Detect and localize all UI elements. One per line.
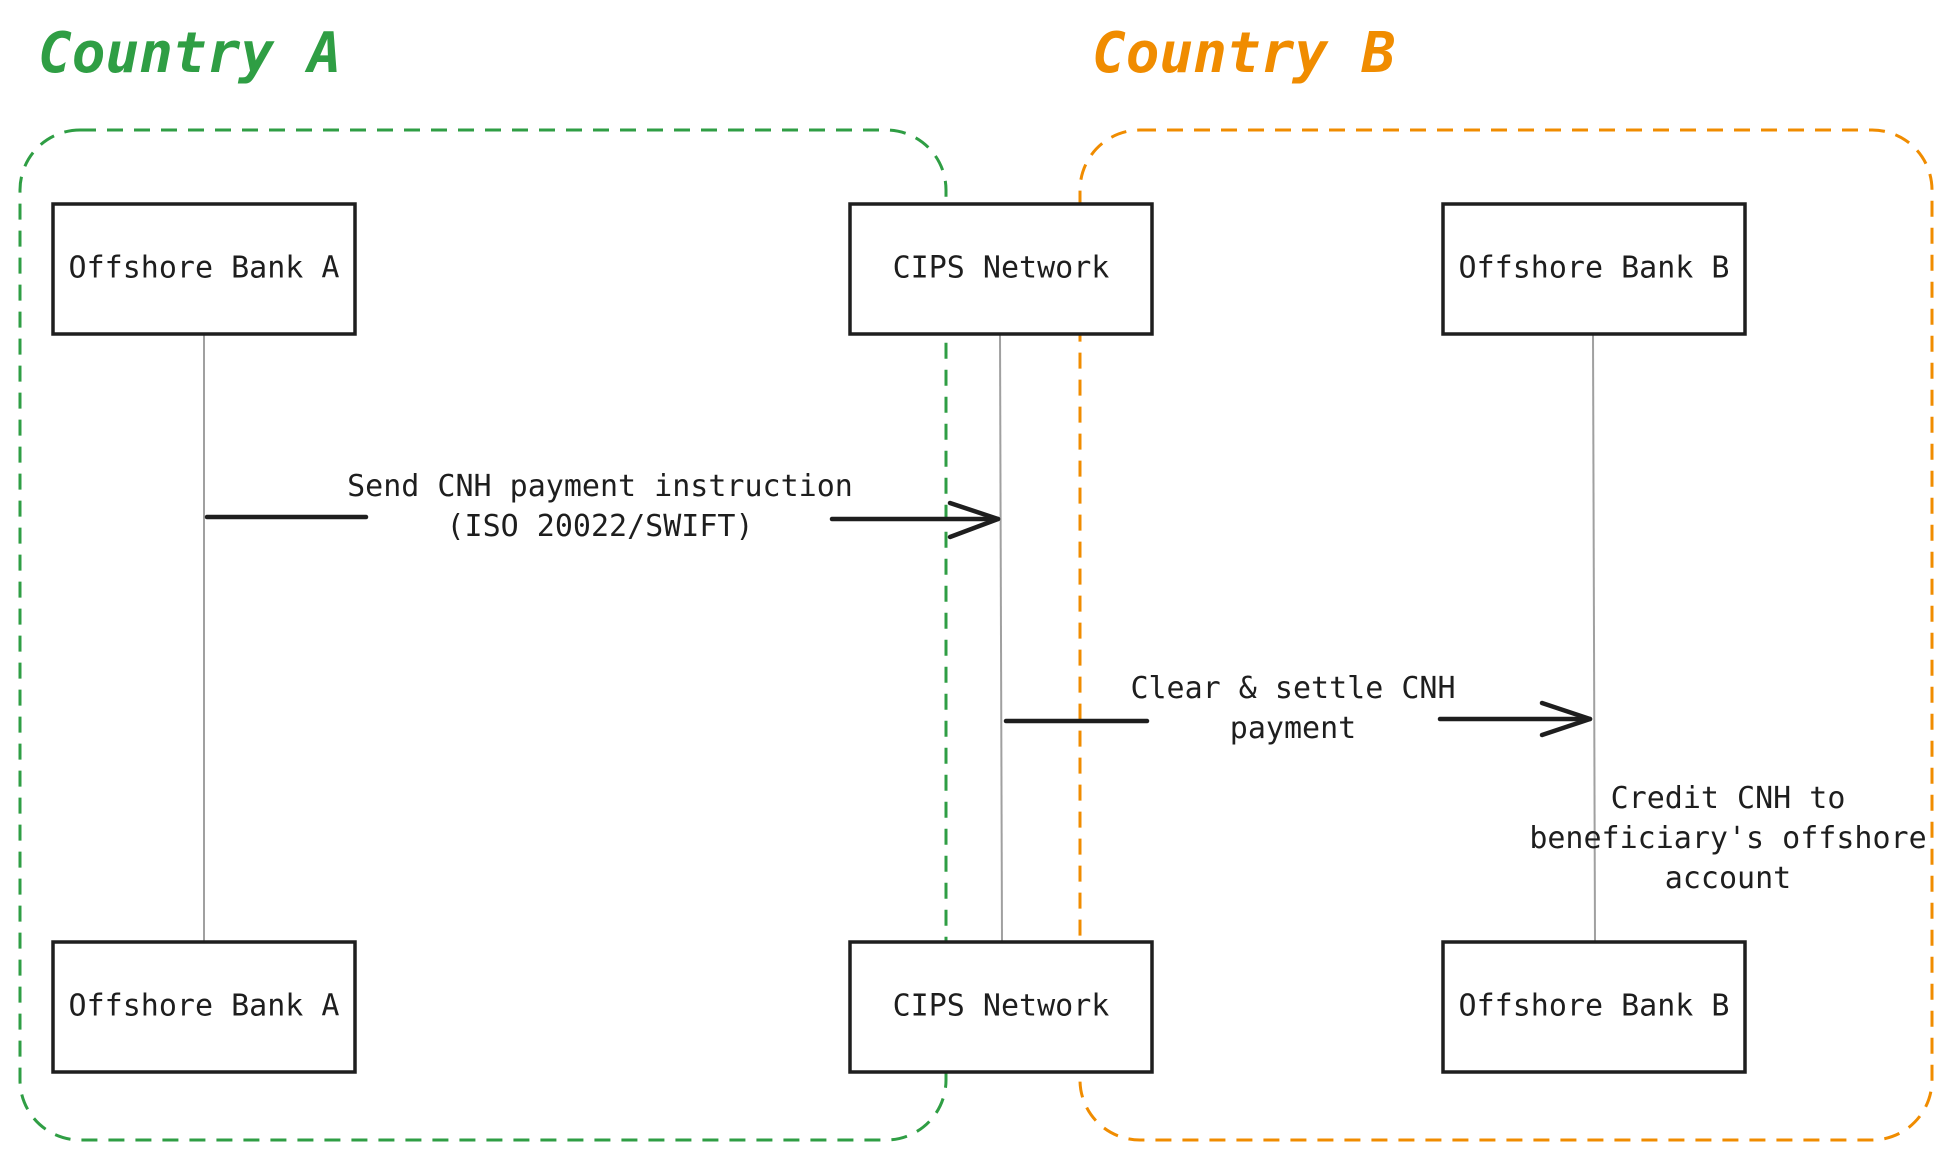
region-title-country-a: Country A [38,21,341,86]
participant-box-bottom-offshore-bank-b: Offshore Bank B [1441,940,1747,1074]
lifeline-cips-network [999,333,1003,943]
participant-label: Offshore Bank B [1459,989,1730,1024]
participant-label: Offshore Bank B [1459,251,1730,286]
participant-label: Offshore Bank A [69,989,340,1024]
lifeline-offshore-bank-b [1592,333,1596,943]
participant-box-bottom-cips-network: CIPS Network [848,940,1154,1074]
note-label-line1: Credit CNH to [1611,781,1846,816]
message-label-line1: Clear & settle CNH [1130,671,1455,706]
note-credit-beneficiary: Credit CNH to beneficiary's offshore acc… [1529,781,1926,896]
region-title-country-b: Country B [1092,21,1395,86]
participant-box-top-cips-network: CIPS Network [848,202,1154,336]
participant-label: CIPS Network [893,251,1110,286]
message-label-line1: Send CNH payment instruction [347,469,853,504]
arrowhead-icon [1539,700,1593,738]
participant-box-bottom-offshore-bank-a: Offshore Bank A [51,940,357,1074]
note-label-line2: beneficiary's offshore [1529,821,1926,856]
note-label-line3: account [1665,861,1791,896]
message-arrow-send-payment-instruction: Send CNH payment instruction (ISO 20022/… [204,469,1001,544]
message-label-line2: payment [1230,711,1356,746]
region-frame-country-b [1078,128,1934,1142]
arrowhead-icon [947,500,1001,540]
participant-box-top-offshore-bank-b: Offshore Bank B [1441,202,1747,336]
participant-label: CIPS Network [893,989,1110,1024]
message-arrow-clear-settle-payment: Clear & settle CNH payment [1003,671,1593,746]
participant-box-top-offshore-bank-a: Offshore Bank A [51,202,357,336]
participant-label: Offshore Bank A [69,251,340,286]
message-label-line2: (ISO 20022/SWIFT) [446,509,753,544]
